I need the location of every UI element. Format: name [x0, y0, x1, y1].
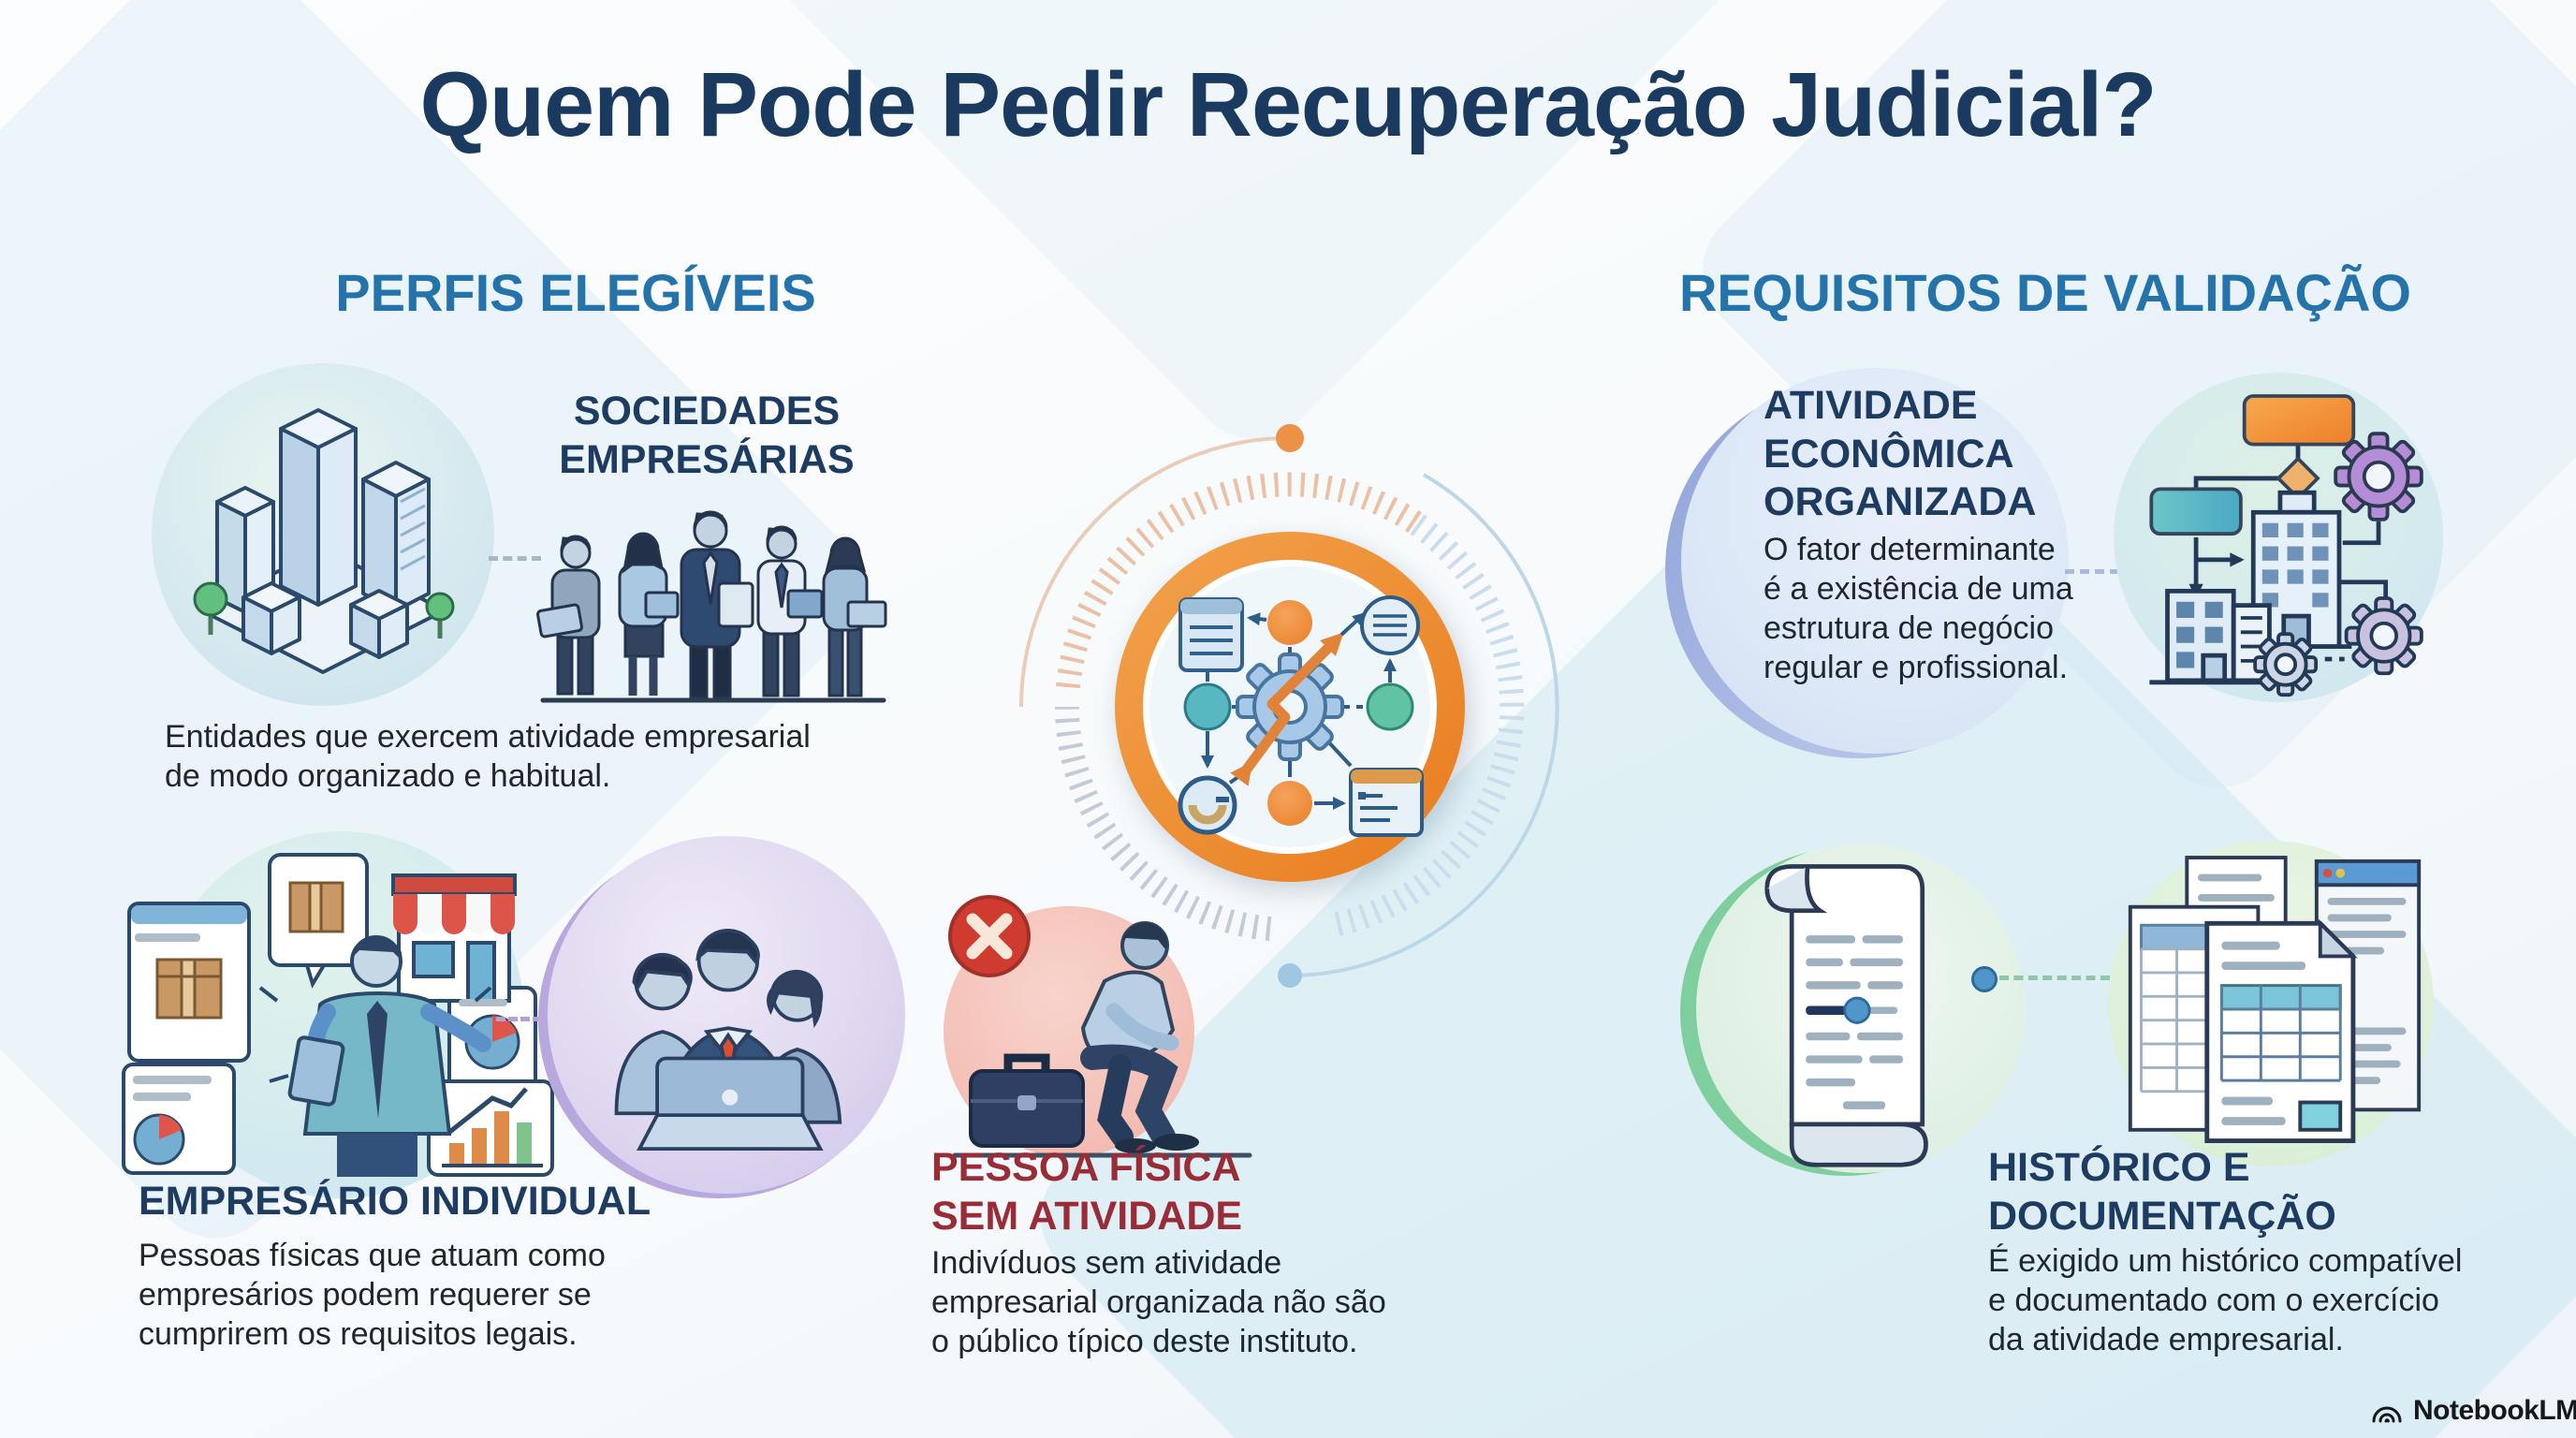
- scroll-document-illustration: [1764, 864, 1928, 1167]
- card-body-empresario: Pessoas físicas que atuam como empresári…: [139, 1238, 606, 1353]
- watermark-label: NotebookLM: [2413, 1395, 2576, 1426]
- blue-dot: [1278, 963, 1302, 988]
- slider-dot: [1843, 996, 1871, 1024]
- connector-dash: [496, 1017, 554, 1021]
- card-body-sociedades: Entidades que exercem atividade empresar…: [165, 719, 811, 795]
- connector-dot: [1971, 966, 1998, 992]
- bar-chart-icon: [442, 1087, 543, 1167]
- gear-icon: [2334, 432, 2423, 521]
- card-body-historico: É exigido um histórico compatível e docu…: [1988, 1243, 2463, 1358]
- requirement-bubble: [1681, 368, 2069, 754]
- briefcase-icon: [969, 1053, 1085, 1148]
- unemployed-person-illustration: [948, 895, 1252, 1158]
- table-icon: [1349, 768, 1424, 837]
- card-heading-empresario: EMPRESÁRIO INDIVIDUAL: [139, 1179, 651, 1224]
- document-icon: [1178, 597, 1244, 672]
- card-body-atividade: O fator determinante é a existência de u…: [1764, 532, 2073, 686]
- entrepreneur-illustration: [122, 853, 554, 1177]
- gear-icon: [2253, 632, 2319, 697]
- gear-icon: [1236, 653, 1344, 761]
- entrepreneur-person: [258, 935, 492, 1177]
- buildings-illustration: [193, 408, 455, 674]
- card-heading-atividade: ATIVIDADE ECONÔMICA ORGANIZADA: [1764, 383, 2037, 525]
- watermark: NotebookLM: [2370, 1395, 2576, 1427]
- lined-circle-icon: [1360, 595, 1420, 655]
- page-title: Quem Pode Pedir Recuperação Judicial?: [419, 53, 2157, 155]
- package-icon: [155, 881, 344, 1020]
- flow-node: [1366, 682, 1414, 731]
- card-heading-pessoa-fisica: PESSOA FÍSICA SEM ATIVIDADE: [931, 1145, 1243, 1239]
- connector-dash: [2065, 569, 2119, 574]
- card-body-pessoa-fisica: Indivíduos sem atividade empresarial org…: [931, 1245, 1386, 1360]
- orange-dot: [1276, 424, 1304, 452]
- magnifier-icon: [1178, 775, 1237, 835]
- card-heading-sociedades: SOCIEDADES EMPRESÁRIAS: [559, 389, 855, 482]
- flowchart-gears-illustration: [2149, 394, 2423, 697]
- connector-dash: [1999, 976, 2110, 980]
- gear-icon: [2344, 596, 2423, 676]
- tree-icon: [193, 581, 455, 638]
- documents-stack-illustration: [2128, 856, 2422, 1143]
- pie-chart-icon: [133, 1014, 520, 1166]
- flow-node: [1183, 682, 1232, 731]
- team-laptop-illustration: [614, 929, 842, 1151]
- business-people-illustration: [536, 510, 887, 703]
- connector-dash: [489, 556, 541, 561]
- notebooklm-logo-icon: [2372, 1406, 2402, 1423]
- storefront-icon: [391, 873, 517, 1003]
- x-badge-icon: [948, 895, 1031, 977]
- trend-arrow-icon: [1230, 632, 1344, 786]
- process-hub-illustration: [1019, 424, 1559, 988]
- card-heading-historico: HISTÓRICO E DOCUMENTAÇÃO: [1988, 1145, 2336, 1239]
- section-header-requisitos: REQUISITOS DE VALIDAÇÃO: [1678, 263, 2411, 322]
- section-header-perfis: PERFIS ELEGÍVEIS: [335, 263, 816, 322]
- flow-node: [1267, 600, 1312, 645]
- flow-node: [1267, 781, 1312, 826]
